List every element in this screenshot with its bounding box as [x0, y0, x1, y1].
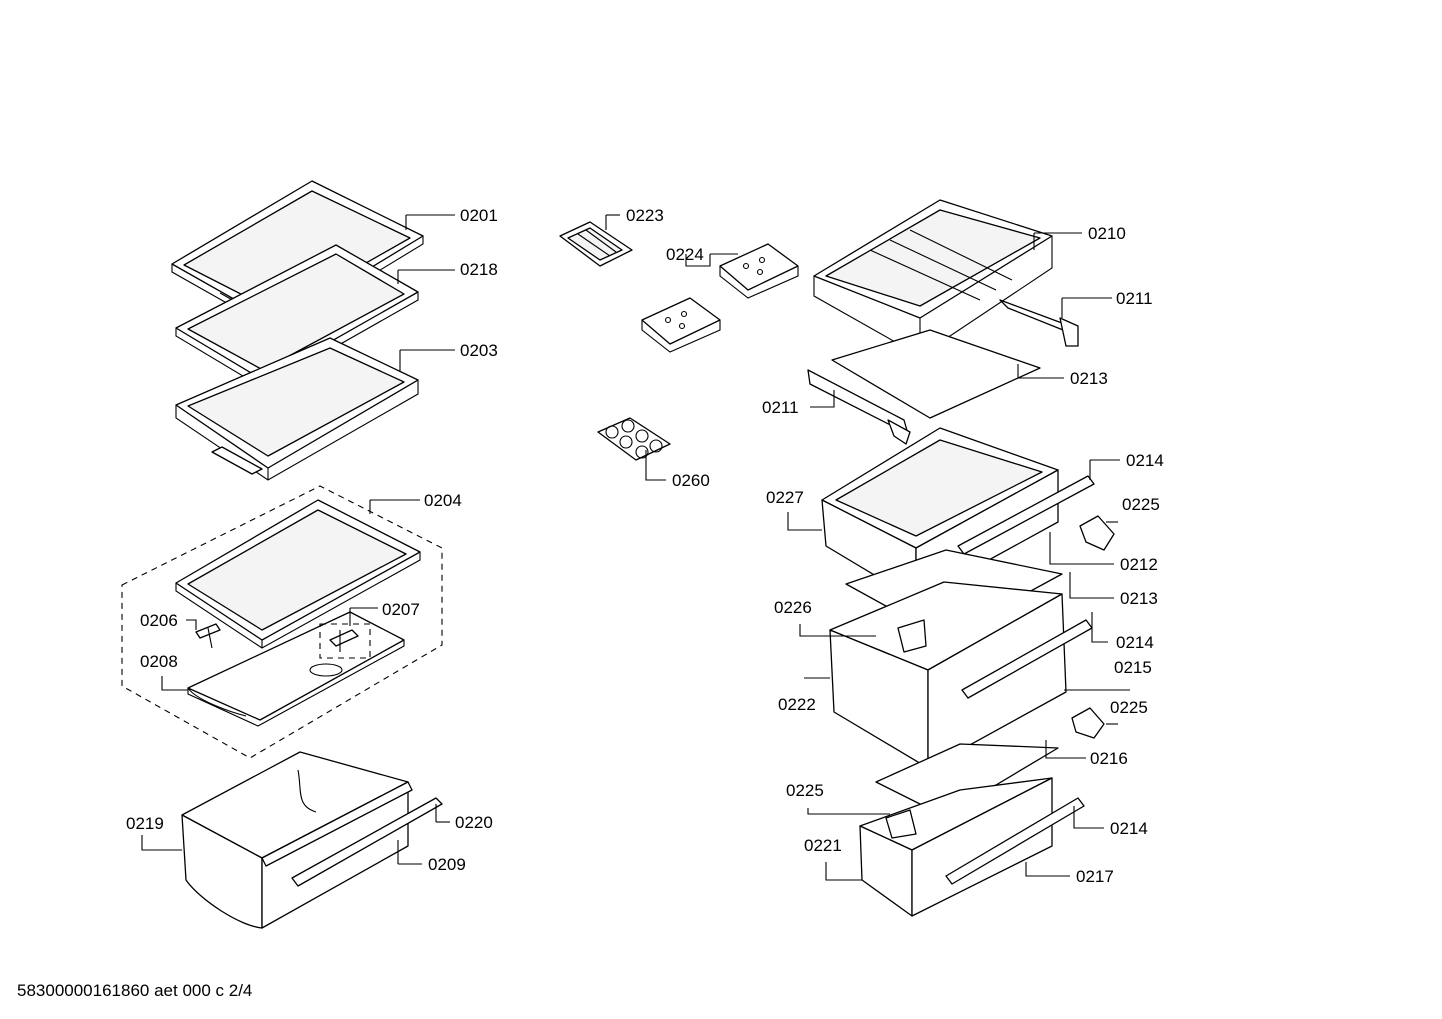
part-0221-drawer [859, 777, 1053, 917]
document-footer: 58300000161860 aet 000 c 2/4 [17, 981, 253, 1000]
callout-0218: 0218 [460, 260, 498, 279]
callout-0215: 0215 [1114, 658, 1152, 677]
part-0213-cover-a [831, 329, 1041, 419]
part-0224-cold-pack-a [719, 243, 799, 299]
callout-0220: 0220 [455, 813, 493, 832]
part-0225-clip-a [1079, 515, 1115, 551]
part-0206-clip [195, 623, 221, 649]
callout-0221: 0221 [804, 836, 842, 855]
part-0260-egg-tray [597, 417, 671, 461]
part-0203-shelf-tray [175, 337, 419, 481]
callout-0260: 0260 [672, 471, 710, 490]
part-0204-shelf [175, 499, 421, 649]
callout-0214-bottom: 0214 [1110, 819, 1148, 838]
callout-0223: 0223 [626, 206, 664, 225]
callout-0216: 0216 [1090, 749, 1128, 768]
part-0225-clip-b [1071, 707, 1105, 739]
callout-0209: 0209 [428, 855, 466, 874]
callout-0210: 0210 [1088, 224, 1126, 243]
part-0214-rail-c [945, 797, 1085, 885]
part-0220-rail [261, 781, 443, 887]
callout-0225-top: 0225 [1122, 495, 1160, 514]
part-0224-cold-pack-b [641, 297, 721, 353]
callout-0204: 0204 [424, 491, 462, 510]
callout-0227: 0227 [766, 488, 804, 507]
callout-0226: 0226 [774, 598, 812, 617]
callout-0212: 0212 [1120, 555, 1158, 574]
callout-0222: 0222 [778, 695, 816, 714]
callout-0203: 0203 [460, 341, 498, 360]
callout-0207: 0207 [382, 600, 420, 619]
part-0222-drawer [829, 581, 1067, 769]
part-0211-rail-right [999, 299, 1079, 347]
callout-0211-left: 0211 [762, 398, 799, 417]
callout-0225-bottom: 0225 [786, 781, 824, 800]
leader-lines [141, 214, 1130, 881]
callout-0211-top: 0211 [1116, 289, 1153, 308]
callout-0224: 0224 [666, 245, 704, 264]
callout-0201: 0201 [460, 206, 498, 225]
callout-0214-mid: 0214 [1116, 633, 1154, 652]
part-0210-tray [813, 199, 1053, 357]
part-0223-ice-tray [559, 221, 633, 267]
callout-0214-top: 0214 [1126, 451, 1164, 470]
callout-0219: 0219 [126, 814, 164, 833]
callout-0206: 0206 [140, 611, 178, 630]
callout-0208: 0208 [140, 652, 178, 671]
callout-0213-top: 0213 [1070, 369, 1108, 388]
callout-0217: 0217 [1076, 867, 1114, 886]
part-0211-rail-left [807, 369, 911, 445]
part-0214-rail-a [957, 475, 1095, 555]
callout-0213-mid: 0213 [1120, 589, 1158, 608]
part-0207-detail [319, 623, 371, 659]
callout-0225-mid: 0225 [1110, 698, 1148, 717]
assembly-0204-boundary [121, 485, 443, 759]
